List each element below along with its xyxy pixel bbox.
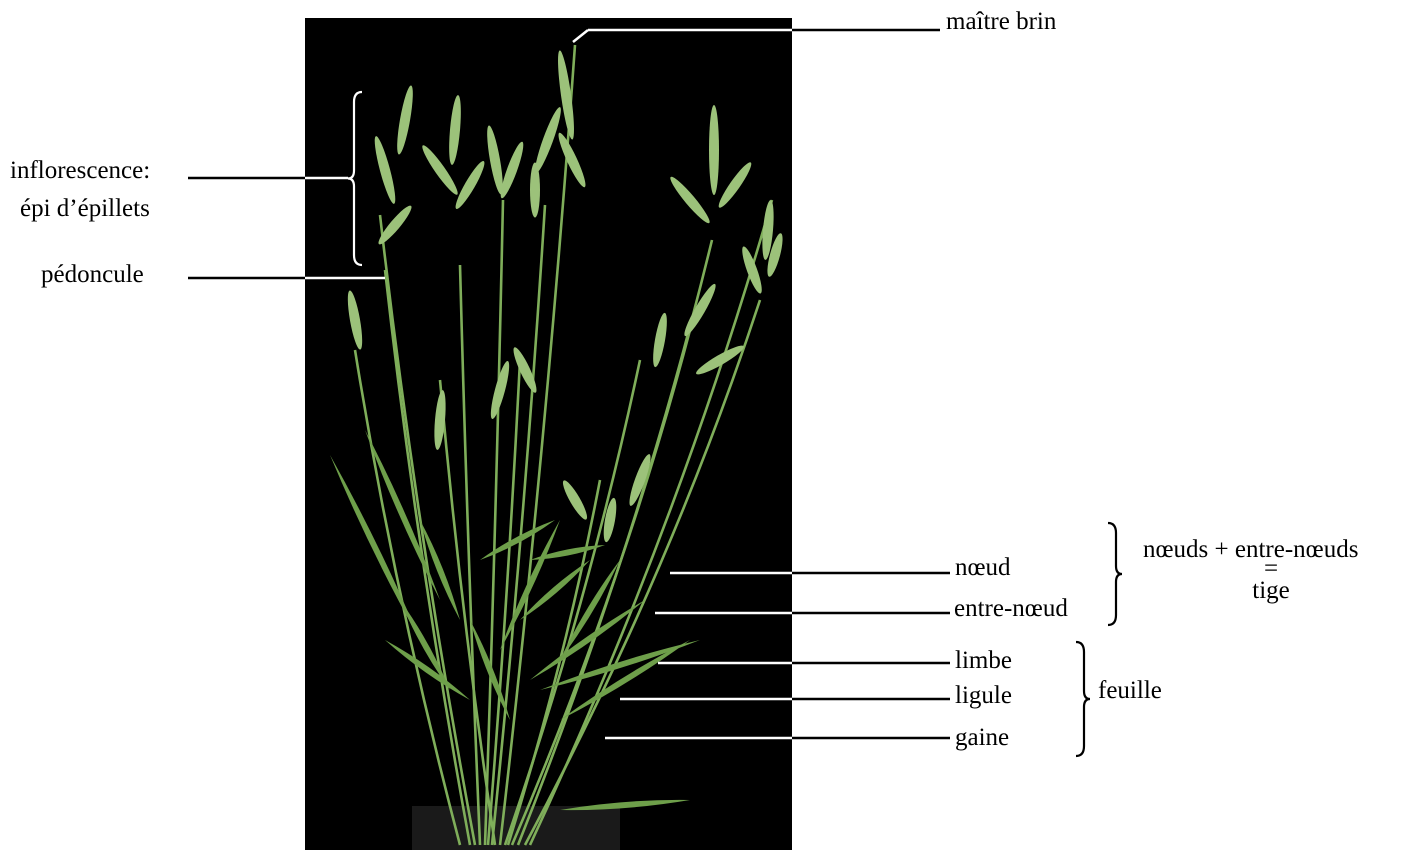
spikelet [709,105,719,195]
label-tige: tige [1240,578,1302,603]
label-pedoncule: pédoncule [41,262,144,287]
label-epi-epillets: épi d’épillets [20,196,150,221]
label-entre-noeud: entre-nœud [954,596,1068,621]
label-gaine: gaine [955,725,1009,750]
label-ligule: ligule [955,683,1012,708]
label-noeuds-plus-entre-noeuds: nœuds + entre-nœuds [1143,537,1358,562]
label-noeud: nœud [955,555,1011,580]
tige-bracket [1108,523,1122,625]
label-inflorescence: inflorescence: [10,158,150,183]
spikelet [530,163,540,218]
label-maitre-brin: maître brin [946,9,1056,34]
label-limbe: limbe [955,648,1012,673]
feuille-bracket [1076,642,1090,756]
label-feuille: feuille [1098,678,1162,703]
